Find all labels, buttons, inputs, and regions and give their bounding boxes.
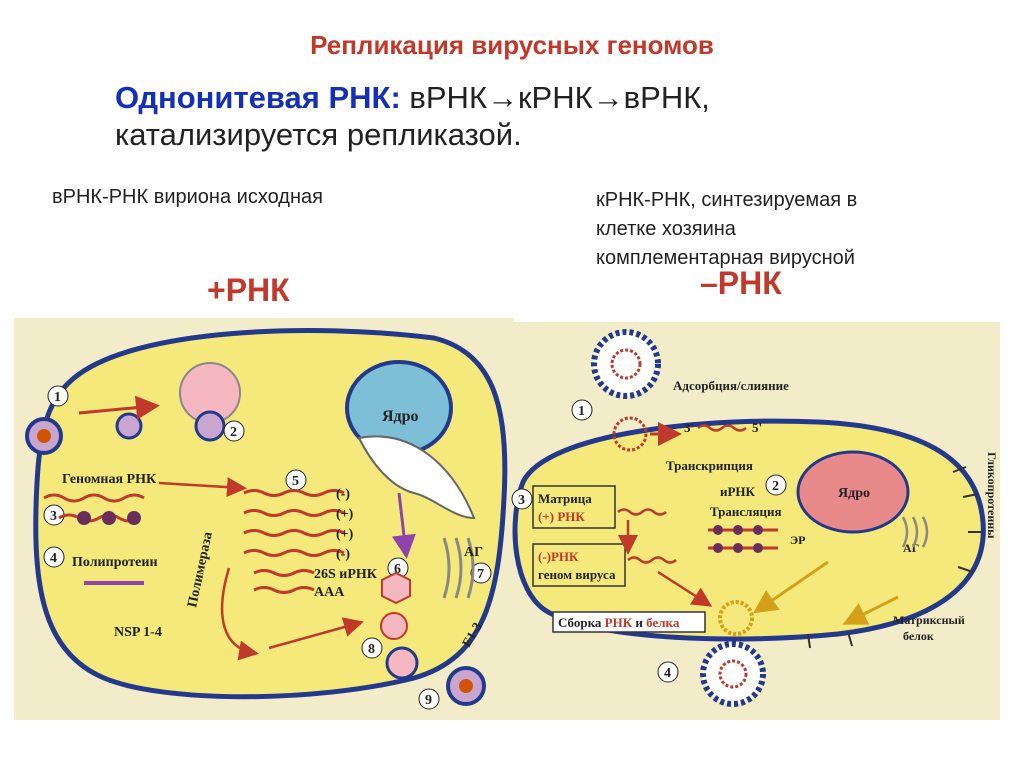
nucleus-label: Ядро [382,408,419,425]
nucleocapsid [381,613,407,639]
caption-right-line-3: комплементарная вирусной [596,244,996,273]
virus-genome-label: геном вируса [538,567,616,582]
ribosomes [77,511,141,525]
endocytosed-virion [196,412,224,440]
minus-rna-label: (-)РНК [538,549,579,564]
left-step-8: 8 [368,642,375,657]
minus-rna-label: –РНК [700,265,782,302]
plus-rna-label: +РНК [207,272,290,309]
headline-highlight: Однонитевая РНК [115,80,390,115]
glycoproteins-label: Гликопротеины [985,452,999,539]
right-step-2: 2 [772,479,779,494]
matrix-label: Матрица [538,491,592,506]
plus-rna-label: (+) РНК [538,509,585,524]
mrna-label: иРНК [720,484,756,499]
left-step-7: 7 [477,567,484,582]
left-step-9: 9 [425,693,432,708]
slide-title: Репликация вирусных геномов [0,30,1024,61]
mrna-26s-label: 26S иРНК [314,567,378,582]
right-step-3: 3 [518,493,525,508]
caption-right-line-1: кРНК-РНК, синтезируемая в [596,186,996,215]
nsp-label: NSP 1-4 [114,625,162,640]
right-replication-diagram: Ядро Адсорбция/слияние 1 2 3 4 3' 5' Тра… [508,322,1000,720]
released-virion [448,668,484,704]
headline-line-1: Однонитевая РНК: вРНК→кРНК→вРНК, [115,80,710,116]
translation-label: Трансляция [710,504,782,519]
capsid-hexagon [382,573,410,603]
right-step-4: 4 [664,666,671,681]
right-nucleus-label: Ядро [838,486,870,501]
headline-separator: : [390,80,409,115]
polyprotein-label: Полипротеин [72,555,158,570]
matrix-protein-label-1: Матриксный [893,613,965,627]
genomic-rna-label: Геномная РНК [62,472,157,487]
caption-right: кРНК-РНК, синтезируемая в клетке хозяина… [596,186,996,273]
adsorption-label: Адсорбция/слияние [673,378,789,393]
headline-scheme: вРНК→кРНК→вРНК, [409,80,709,115]
caption-left: вРНК-РНК вириона исходная [52,186,323,209]
caption-right-line-2: клетке хозяина [596,215,996,244]
left-step-5: 5 [292,474,299,489]
headline-line-2: катализируется репликазой. [115,117,522,153]
left-step-1: 1 [54,390,61,405]
matrix-protein-label-2: белок [903,629,934,643]
assembly-label: Сборка РНК и белка [558,615,680,630]
golgi-label: АГ [464,545,483,560]
polya-label: AAA [314,585,345,600]
virion-in-vesicle [117,414,141,438]
adsorbing-virion [594,332,658,396]
left-replication-diagram: Ядро 1 2 3 4 5 6 7 8 9 Геномная РНК Поли… [14,318,514,720]
budding-virion [387,648,417,678]
budding-virion [703,644,763,704]
end-5-label: 5' [752,420,762,435]
strand-sign-1: (-) [336,487,350,502]
left-step-2: 2 [230,425,237,440]
left-step-3: 3 [50,509,57,524]
left-step-4: 4 [50,551,57,566]
strand-sign-2: (+) [336,507,354,522]
end-3-label: 3' [684,420,694,435]
er-label: ЭР [790,533,805,547]
virion-entering [27,419,61,453]
strand-sign-3: (+) [336,527,354,542]
transcription-label: Транскрипция [666,458,753,473]
strand-sign-4: (-) [336,547,350,562]
right-step-1: 1 [578,404,585,419]
